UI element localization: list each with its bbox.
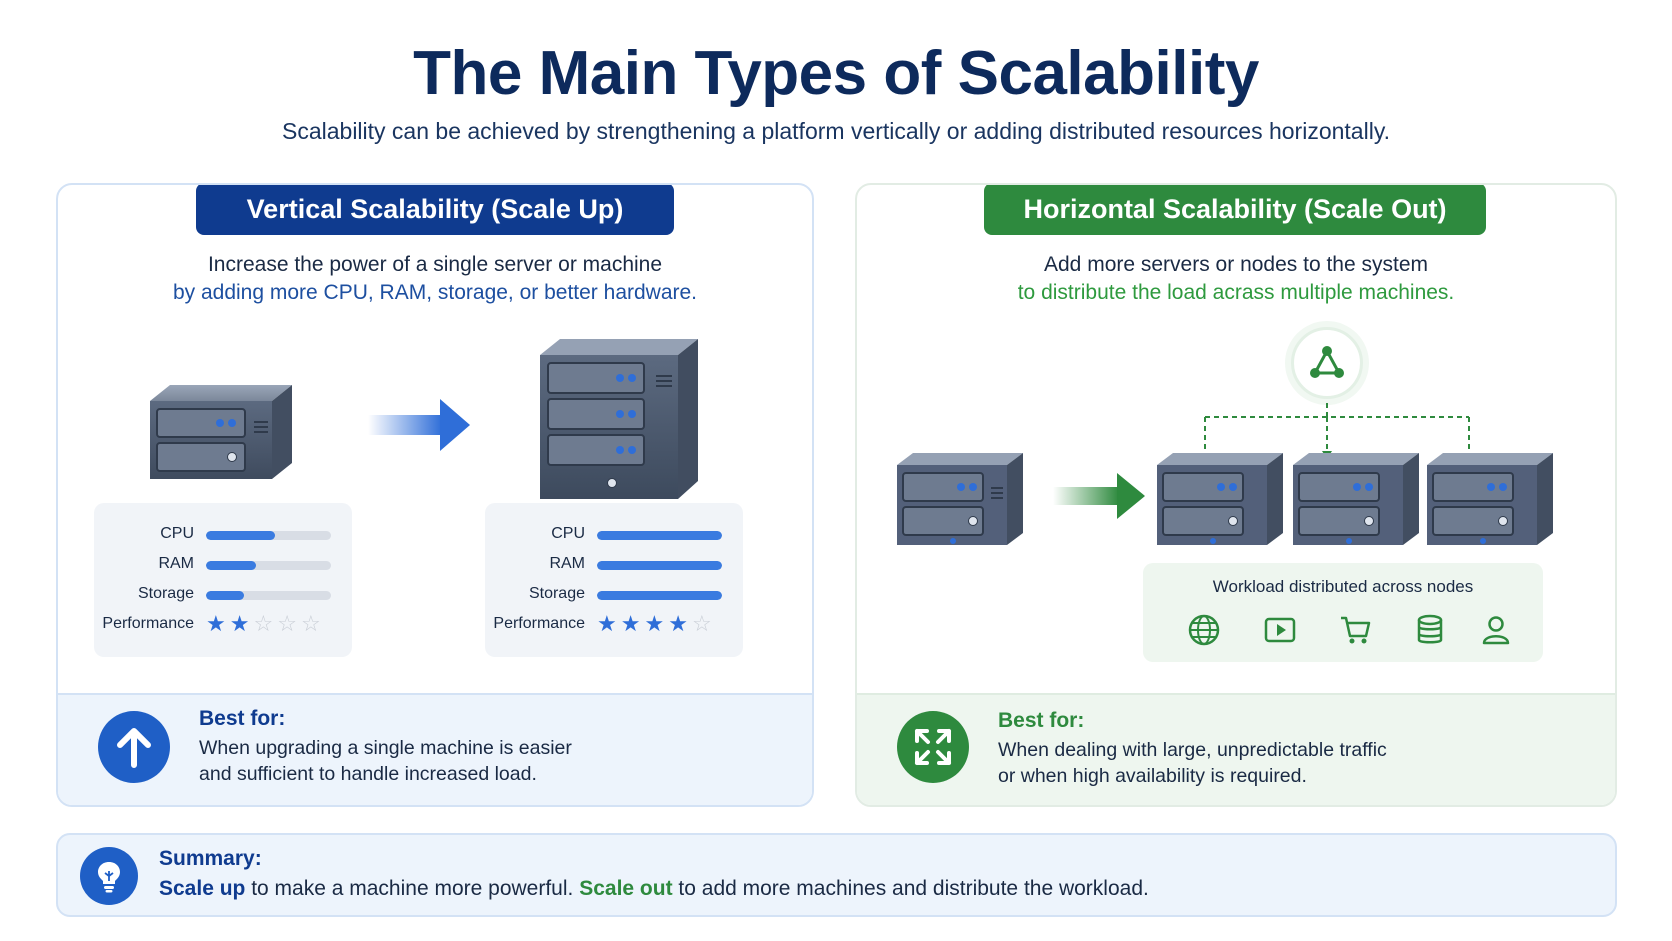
user-icon — [1482, 616, 1510, 645]
ram-bar-fill — [206, 561, 256, 570]
network-hub-icon — [1291, 327, 1363, 399]
storage-bar — [206, 591, 331, 600]
before-cpu-row: CPU — [94, 523, 352, 545]
stat-label: RAM — [549, 555, 585, 572]
vertical-best-for-label: Best for: — [199, 707, 286, 730]
video-play-icon — [1264, 617, 1296, 643]
storage-bar — [597, 591, 722, 600]
vertical-heading: Vertical Scalability (Scale Up) — [196, 185, 674, 235]
vertical-description: Increase the power of a single server or… — [58, 251, 812, 307]
summary-text-part2: to add more machines and distribute the … — [672, 877, 1149, 900]
page-subtitle: Scalability can be achieved by strengthe… — [282, 118, 1390, 144]
horizontal-description: Add more servers or nodes to the system … — [857, 251, 1615, 307]
horizontal-best-for-box: Best for: When dealing with large, unpre… — [857, 693, 1615, 805]
after-ram-row: RAM — [485, 553, 743, 575]
cpu-bar — [597, 531, 722, 540]
stat-label: Performance — [102, 615, 194, 632]
page-title: The Main Types of Scalability — [413, 39, 1259, 108]
small-server-icon — [150, 385, 292, 479]
node-server-1-icon — [1157, 453, 1283, 545]
cart-icon — [1341, 616, 1371, 644]
ram-bar — [597, 561, 722, 570]
summary-label: Summary: — [159, 847, 262, 870]
stat-label: CPU — [551, 525, 585, 542]
before-storage-row: Storage — [94, 583, 352, 605]
big-server-icon — [540, 339, 698, 499]
cpu-bar-fill — [206, 531, 275, 540]
horizontal-best-for-label: Best for: — [998, 709, 1085, 732]
lightbulb-icon — [80, 847, 138, 905]
after-cpu-row: CPU — [485, 523, 743, 545]
summary-box: Summary: Scale up to make a machine more… — [56, 833, 1617, 917]
node-server-3-icon — [1427, 453, 1553, 545]
horizontal-heading: Horizontal Scalability (Scale Out) — [984, 185, 1486, 235]
star-filled-icon: ★ — [229, 611, 250, 636]
vertical-best-for-box: Best for: When upgrading a single machin… — [58, 693, 812, 805]
stat-label: Performance — [493, 615, 585, 632]
cpu-bar-fill — [597, 531, 722, 540]
horizontal-best-for-line2: or when high availability is required. — [998, 765, 1307, 787]
after-performance-row: Performance ★★★★☆ — [485, 613, 743, 635]
stat-label: Storage — [137, 585, 194, 602]
performance-rating: ★★★★☆ — [597, 613, 712, 635]
ram-bar — [206, 561, 331, 570]
globe-icon — [1188, 614, 1220, 646]
horizontal-best-for-line1: When dealing with large, unpredictable t… — [998, 739, 1387, 761]
cpu-bar — [206, 531, 331, 540]
stat-label: RAM — [158, 555, 194, 572]
star-filled-icon: ★ — [620, 611, 641, 636]
horizontal-desc-line2: to distribute the load acrass multiple m… — [1017, 281, 1455, 304]
horizontal-scalability-panel: Horizontal Scalability (Scale Out) Add m… — [855, 183, 1617, 807]
vertical-best-for-text: When upgrading a single machine is easie… — [199, 735, 572, 787]
performance-rating: ★★☆☆☆ — [206, 613, 321, 635]
before-specs-card: CPU RAM Storage Performance ★★☆☆☆ — [94, 503, 352, 657]
storage-bar-fill — [597, 591, 722, 600]
expand-arrows-icon — [897, 711, 969, 783]
vertical-best-for-line2: and sufficient to handle increased load. — [199, 763, 537, 785]
star-empty-icon: ☆ — [277, 611, 297, 636]
summary-text-part1: to make a machine more powerful. — [245, 877, 580, 900]
horizontal-desc-line1: Add more servers or nodes to the system — [1044, 253, 1428, 276]
vertical-scalability-panel: Vertical Scalability (Scale Up) Increase… — [56, 183, 814, 807]
workload-box: Workload distributed across nodes — [1143, 563, 1543, 662]
storage-bar-fill — [206, 591, 244, 600]
after-storage-row: Storage — [485, 583, 743, 605]
before-ram-row: RAM — [94, 553, 352, 575]
workload-title: Workload distributed across nodes — [1212, 577, 1474, 596]
horizontal-best-for-text: When dealing with large, unpredictable t… — [998, 737, 1387, 789]
database-icon — [1417, 614, 1443, 644]
vertical-desc-line2: by adding more CPU, RAM, storage, or bet… — [172, 281, 698, 304]
star-empty-icon: ☆ — [253, 611, 274, 636]
star-filled-icon: ★ — [668, 611, 688, 636]
arrow-up-icon — [98, 711, 170, 783]
summary-scale-up: Scale up — [159, 877, 246, 900]
stat-label: Storage — [528, 585, 585, 602]
upgrade-arrow-icon — [368, 399, 470, 451]
star-empty-icon: ☆ — [691, 611, 712, 636]
star-filled-icon: ★ — [597, 611, 617, 636]
summary-text: Scale up to make a machine more powerful… — [159, 877, 1149, 901]
star-filled-icon: ★ — [644, 611, 665, 636]
before-performance-row: Performance ★★☆☆☆ — [94, 613, 352, 635]
vertical-best-for-line1: When upgrading a single machine is easie… — [199, 737, 572, 759]
source-server-icon — [897, 453, 1023, 545]
stat-label: CPU — [160, 525, 194, 542]
node-server-2-icon — [1293, 453, 1419, 545]
after-specs-card: CPU RAM Storage Performance ★★★★☆ — [485, 503, 743, 657]
vertical-desc-line1: Increase the power of a single server or… — [207, 253, 663, 276]
ram-bar-fill — [597, 561, 722, 570]
star-filled-icon: ★ — [206, 611, 226, 636]
star-empty-icon: ☆ — [300, 611, 321, 636]
summary-scale-out: Scale out — [579, 877, 673, 900]
scale-out-arrow-icon — [1053, 473, 1145, 519]
